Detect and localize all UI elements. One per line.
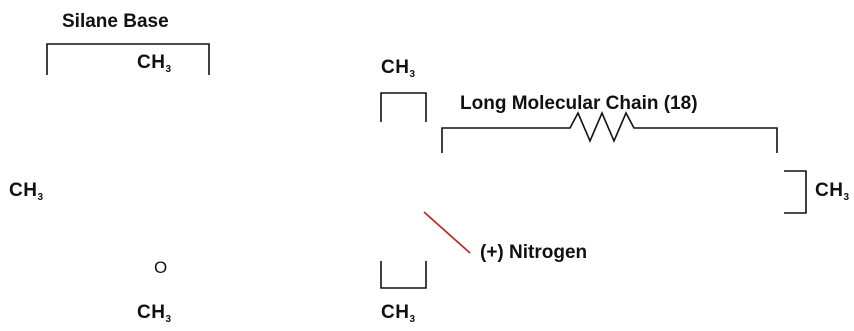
methyl-subscript: 3	[843, 192, 850, 201]
methyl-subscript: 3	[409, 69, 416, 80]
methyl-left: CH3	[9, 180, 44, 203]
methyl-group-text: CH	[137, 52, 166, 73]
silane-base-bracket	[46, 43, 210, 75]
methyl-subscript: 3	[37, 192, 44, 203]
methyl-subscript: 3	[165, 314, 172, 325]
nitrogen-label: (+) Nitrogen	[480, 242, 588, 263]
silane-base-label: Silane Base	[62, 11, 169, 32]
methyl-bottom-center: CH3	[381, 302, 416, 325]
oxygen-atom: O	[154, 258, 168, 277]
methyl-subscript: 3	[409, 314, 416, 325]
lower-bond-bracket	[380, 261, 427, 289]
methyl-subscript: 3	[165, 64, 172, 75]
long-chain-label: Long Molecular Chain (18)	[460, 93, 698, 114]
upper-bond-bracket	[380, 92, 427, 122]
methyl-group-text: CH	[137, 302, 166, 323]
methyl-upper-center: CH3	[381, 57, 416, 80]
methyl-group-text: CH	[815, 181, 844, 200]
long-chain-bracket	[441, 110, 778, 153]
right-bond-bracket	[784, 170, 807, 214]
methyl-group-text: CH	[9, 180, 38, 201]
methyl-bottom-left: CH3	[137, 302, 172, 325]
methyl-group-text: CH	[381, 57, 410, 78]
methyl-group-text: CH	[381, 302, 410, 323]
nitrogen-bond-line	[423, 211, 471, 254]
methyl-right-end: CH3	[815, 181, 854, 200]
methyl-silane-top: CH3	[137, 52, 172, 75]
